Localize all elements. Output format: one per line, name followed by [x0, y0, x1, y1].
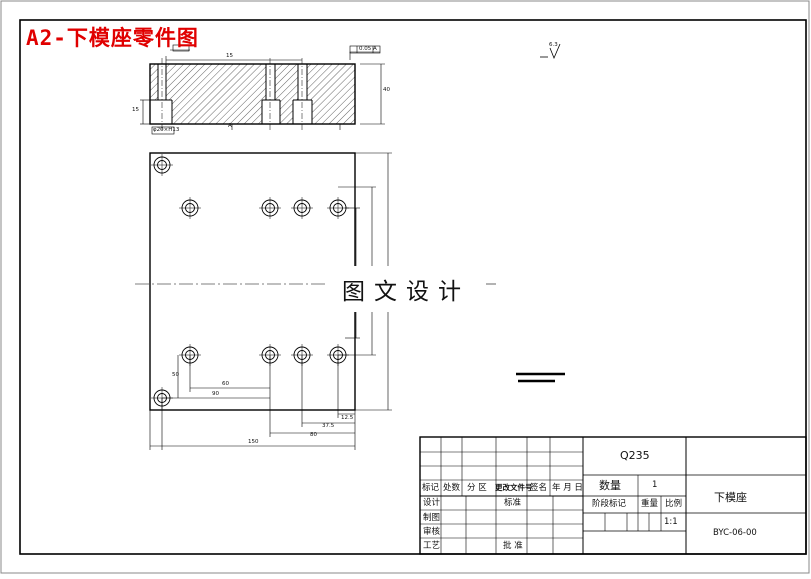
hole-symbol: [291, 197, 313, 219]
rev-header-4: 签名: [530, 483, 548, 493]
hole-symbol: [259, 197, 281, 219]
title-block: [419, 436, 807, 555]
qty-label: 数量: [599, 479, 621, 492]
role-design: 设计: [423, 498, 441, 508]
plan-view-holes: [151, 154, 349, 409]
datum-label: A: [228, 123, 232, 129]
dim-80: 80: [310, 432, 317, 438]
surface-finish-symbol: [540, 43, 561, 60]
weight-label: 重量: [641, 499, 659, 509]
sheet-title: A2-下模座零件图: [26, 26, 199, 50]
marks-right: [516, 372, 565, 383]
standard-label: 标准: [504, 498, 522, 508]
rev-header-5: 年 月 日: [552, 483, 583, 493]
dim-right-height: 40: [383, 87, 390, 93]
dim-12-5: 12.5: [341, 415, 354, 421]
role-process: 工艺: [423, 541, 441, 551]
role-review: 审核: [423, 527, 441, 537]
dim-90: 90: [212, 391, 219, 397]
rev-header-2: 分 区: [467, 483, 487, 493]
surface-finish-value: 6.3: [549, 42, 558, 48]
scale-label: 比例: [665, 499, 683, 509]
scale-value: 1:1: [664, 517, 678, 527]
dim-50: 50: [172, 372, 179, 378]
dim-60: 60: [222, 381, 229, 387]
role-drafting: 制图: [423, 513, 441, 523]
dim-37-5: 37.5: [322, 423, 335, 429]
tolerance-frame: 0.05 A: [359, 46, 377, 52]
dim-left-depth: 15: [132, 107, 139, 113]
hole-callout: φ20×H13: [153, 127, 180, 133]
qty-value: 1: [652, 480, 658, 490]
hole-symbol: [179, 197, 201, 219]
front-section-view: [140, 44, 385, 135]
inner-frame: [19, 19, 807, 555]
rev-header-1: 处数: [443, 483, 461, 493]
stage-label: 阶段标记: [592, 499, 627, 509]
rev-header-0: 标记: [422, 483, 440, 493]
watermark: 图文设计: [326, 266, 486, 312]
rev-header-3: 更改文件号: [495, 483, 533, 492]
dim-top-small: 15: [226, 53, 233, 59]
drawing-number: BYC-06-00: [713, 528, 757, 538]
approve-label: 批 准: [503, 541, 523, 551]
hole-symbol: [151, 154, 173, 176]
material: Q235: [620, 449, 650, 462]
dim-150: 150: [248, 439, 259, 445]
part-name: 下模座: [714, 491, 747, 504]
